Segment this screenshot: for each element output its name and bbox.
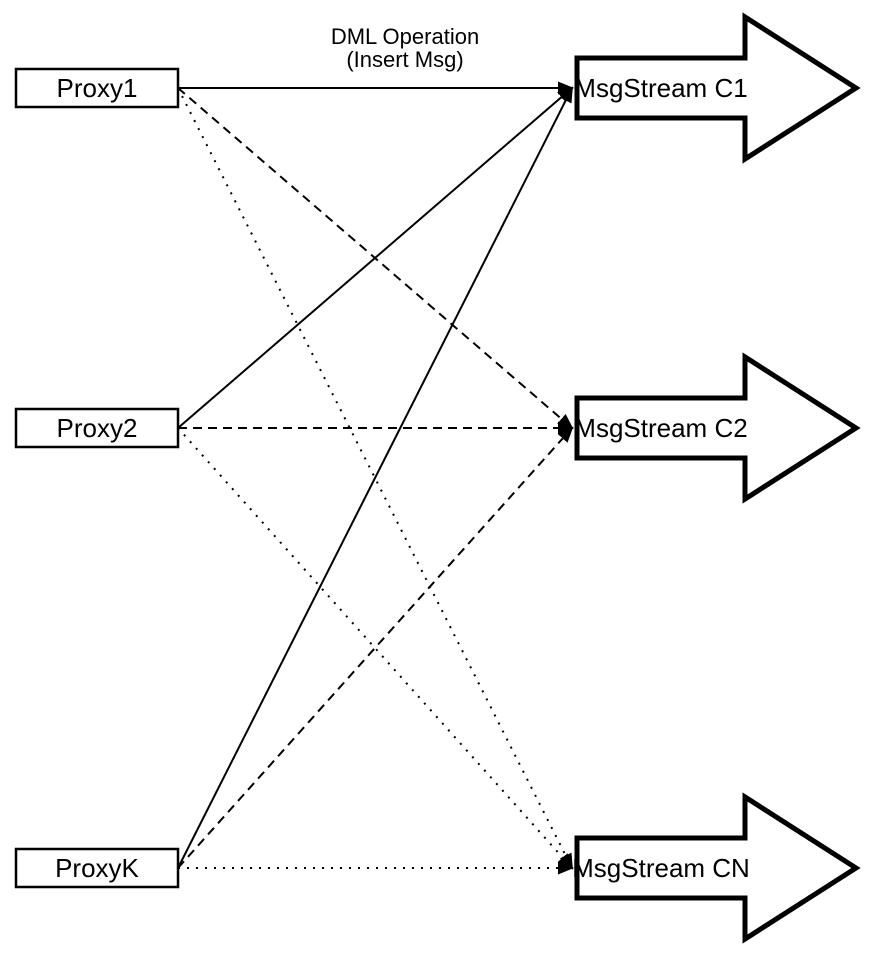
stream-cn-label: MsgStream CN [572, 853, 750, 883]
proxy-node-proxyk: ProxyK [14, 847, 180, 889]
dml-operation-label-line2: (Insert Msg) [346, 47, 463, 72]
stream-node-c2: MsgStream C2 [574, 352, 861, 504]
stream-node-cn: MsgStream CN [572, 792, 861, 944]
stream-cn-arrow-shape [574, 792, 861, 944]
edges-layer [177, 81, 574, 875]
proxyk-label: ProxyK [55, 853, 139, 883]
proxy2-box [14, 407, 180, 449]
stream-node-c1: MsgStream C1 [574, 12, 861, 164]
stream-c1-label: MsgStream C1 [574, 73, 747, 103]
proxyk-box [14, 847, 180, 889]
edge-proxy1-cn [177, 87, 573, 870]
stream-c1-arrow-shape [574, 12, 861, 164]
edge-proxyk-c1 [177, 86, 573, 869]
edge-proxy1-c2 [177, 87, 574, 430]
edge-proxyk-c2 [177, 426, 574, 869]
proxy1-box [14, 67, 180, 109]
proxy1-label: Proxy1 [57, 73, 138, 103]
proxy-node-proxy2: Proxy2 [14, 407, 180, 449]
stream-c2-arrow-shape [574, 352, 861, 504]
proxy2-label: Proxy2 [57, 413, 138, 443]
dml-operation-label-line1: DML Operation [331, 24, 479, 49]
stream-c2-label: MsgStream C2 [574, 413, 747, 443]
proxy-node-proxy1: Proxy1 [14, 67, 180, 109]
